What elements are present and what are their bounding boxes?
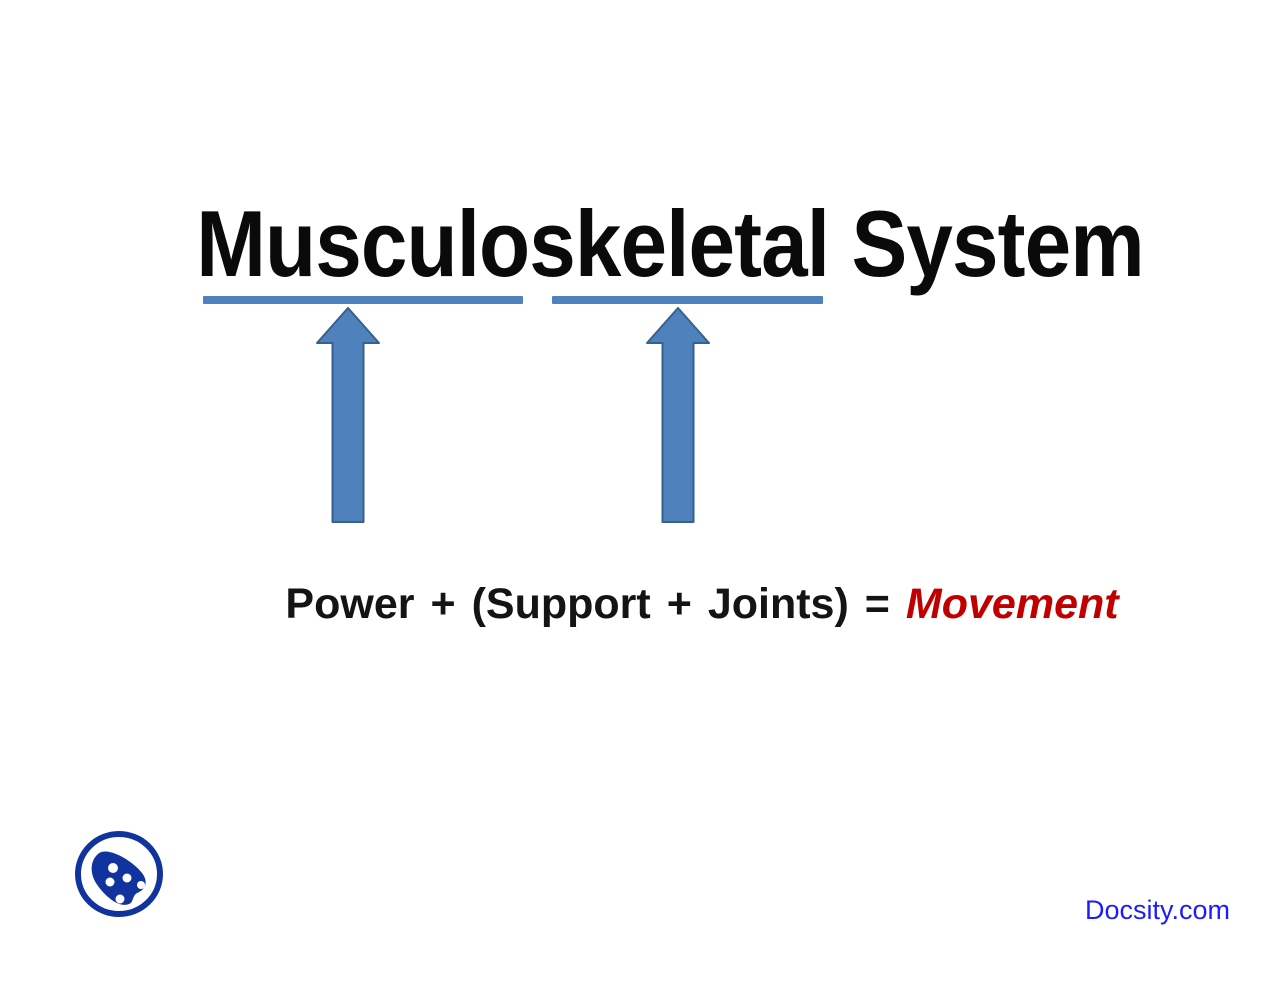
slide-title: Musculoskeletal System — [138, 197, 1203, 291]
docsity-logo-icon — [75, 831, 163, 917]
docsity-watermark-link[interactable]: Docsity.com — [1085, 895, 1231, 925]
equation-token-power: Power — [285, 580, 415, 628]
up-arrow-icon — [316, 307, 380, 523]
up-arrow-icon — [646, 307, 710, 523]
underline-skeletal-segment — [552, 296, 823, 304]
equation-token-joints: Joints) — [707, 580, 849, 628]
equation: Power + (Support + Joints) = Movement — [285, 580, 1118, 629]
slide-title-text: Musculoskeletal System — [196, 191, 1144, 296]
equation-token-support: (Support — [471, 580, 651, 628]
underline-muscular-segment — [203, 296, 523, 304]
equation-token-equals: = — [864, 580, 890, 628]
equation-token-plus1: + — [430, 580, 456, 628]
equation-token-plus2: + — [666, 580, 692, 628]
equation-token-movement: Movement — [905, 580, 1119, 628]
